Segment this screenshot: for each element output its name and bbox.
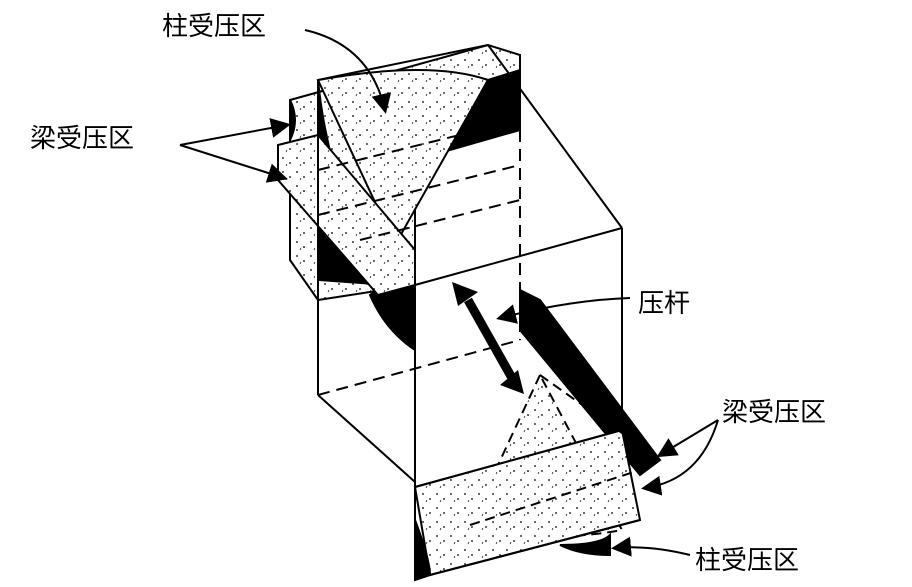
leader-arrows: [179, 29, 719, 557]
strut-double-arrow: [452, 282, 524, 394]
label-beam-compression-left: 梁受压区: [30, 124, 135, 154]
leader-top-column: [304, 29, 392, 114]
leader-left-beam-1: [179, 118, 291, 146]
label-column-compression-bottom: 柱受压区: [695, 546, 800, 576]
leader-right-beam-1: [656, 419, 719, 458]
leader-bottom-column: [611, 536, 691, 557]
bottom-strut-black: [519, 288, 662, 477]
label-strut: 压杆: [638, 289, 691, 319]
leader-strut: [496, 297, 631, 324]
leader-right-beam-2: [641, 419, 719, 496]
joint-box: [277, 43, 662, 582]
bottom-black-arc-2: [559, 532, 611, 557]
leader-left-beam-2: [179, 144, 288, 183]
label-column-compression-top: 柱受压区: [162, 12, 267, 42]
label-beam-compression-right: 梁受压区: [722, 398, 827, 428]
